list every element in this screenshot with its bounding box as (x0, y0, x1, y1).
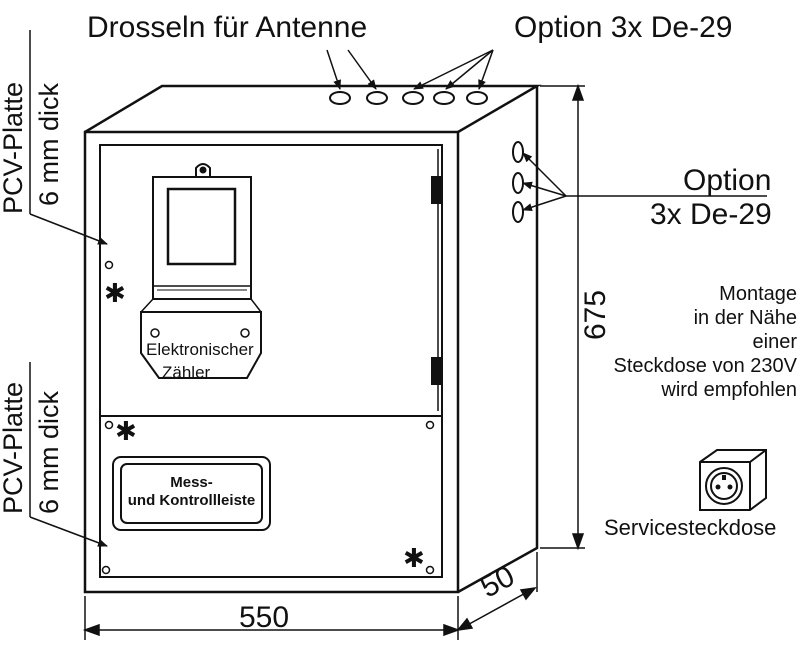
screw-holes (101, 260, 435, 575)
dimension-width-label: 550 (239, 601, 290, 634)
electronic-meter (140, 163, 262, 379)
seal-marks: ✱ ✱ ✱ (104, 279, 425, 574)
montage-line: Montage (719, 283, 797, 305)
dimension-height-label: 675 (579, 289, 612, 340)
meter-display (166, 187, 237, 266)
pcv-top-label-2: 6 mm dick (34, 82, 64, 206)
pcv-bottom-label-2: 6 mm dick (34, 390, 64, 514)
hinge-bottom (431, 357, 442, 385)
meter-label-1: Elektronischer (146, 340, 254, 359)
seal-asterisk-icon: ✱ (115, 417, 137, 447)
montage-note: Montage in der Nähe einer Steckdose von … (614, 282, 797, 402)
leader-lines (29, 30, 767, 547)
montage-line: Steckdose von 230V (613, 355, 797, 377)
cable-glands-side (512, 141, 524, 223)
cable-glands-top (329, 91, 488, 105)
cabinet-body (83, 84, 542, 594)
pcv-bottom-label-1: PCV-Platte (0, 381, 28, 514)
servicesteckdose-label: Servicesteckdose (604, 515, 777, 540)
dimension-lines (82, 83, 585, 640)
mess-strip (112, 456, 271, 531)
meter-label-2: Zähler (162, 363, 211, 382)
montage-line: einer (752, 331, 797, 353)
seal-asterisk-icon: ✱ (104, 279, 126, 309)
service-socket-icon (699, 449, 767, 511)
cabinet-top-face (84, 84, 542, 134)
hinge-top (431, 176, 442, 204)
option-right-label-1: Option (683, 164, 772, 197)
pcv-top-label-1: PCV-Platte (0, 81, 28, 214)
seal-asterisk-icon: ✱ (403, 544, 425, 574)
mess-label-line-1: Mess- (170, 474, 213, 491)
montage-line: wird empfohlen (661, 379, 797, 401)
cabinet-side-face (457, 86, 539, 594)
drosseln-label: Drosseln für Antenne (87, 11, 368, 44)
mess-label-line-2: und Kontrollleiste (127, 492, 256, 509)
option-right-label-2: 3x De-29 (650, 198, 772, 231)
mess-label: Mess- und Kontrollleiste (121, 474, 262, 510)
montage-line: in der Nähe (693, 307, 797, 329)
option-top-label: Option 3x De-29 (514, 11, 733, 44)
